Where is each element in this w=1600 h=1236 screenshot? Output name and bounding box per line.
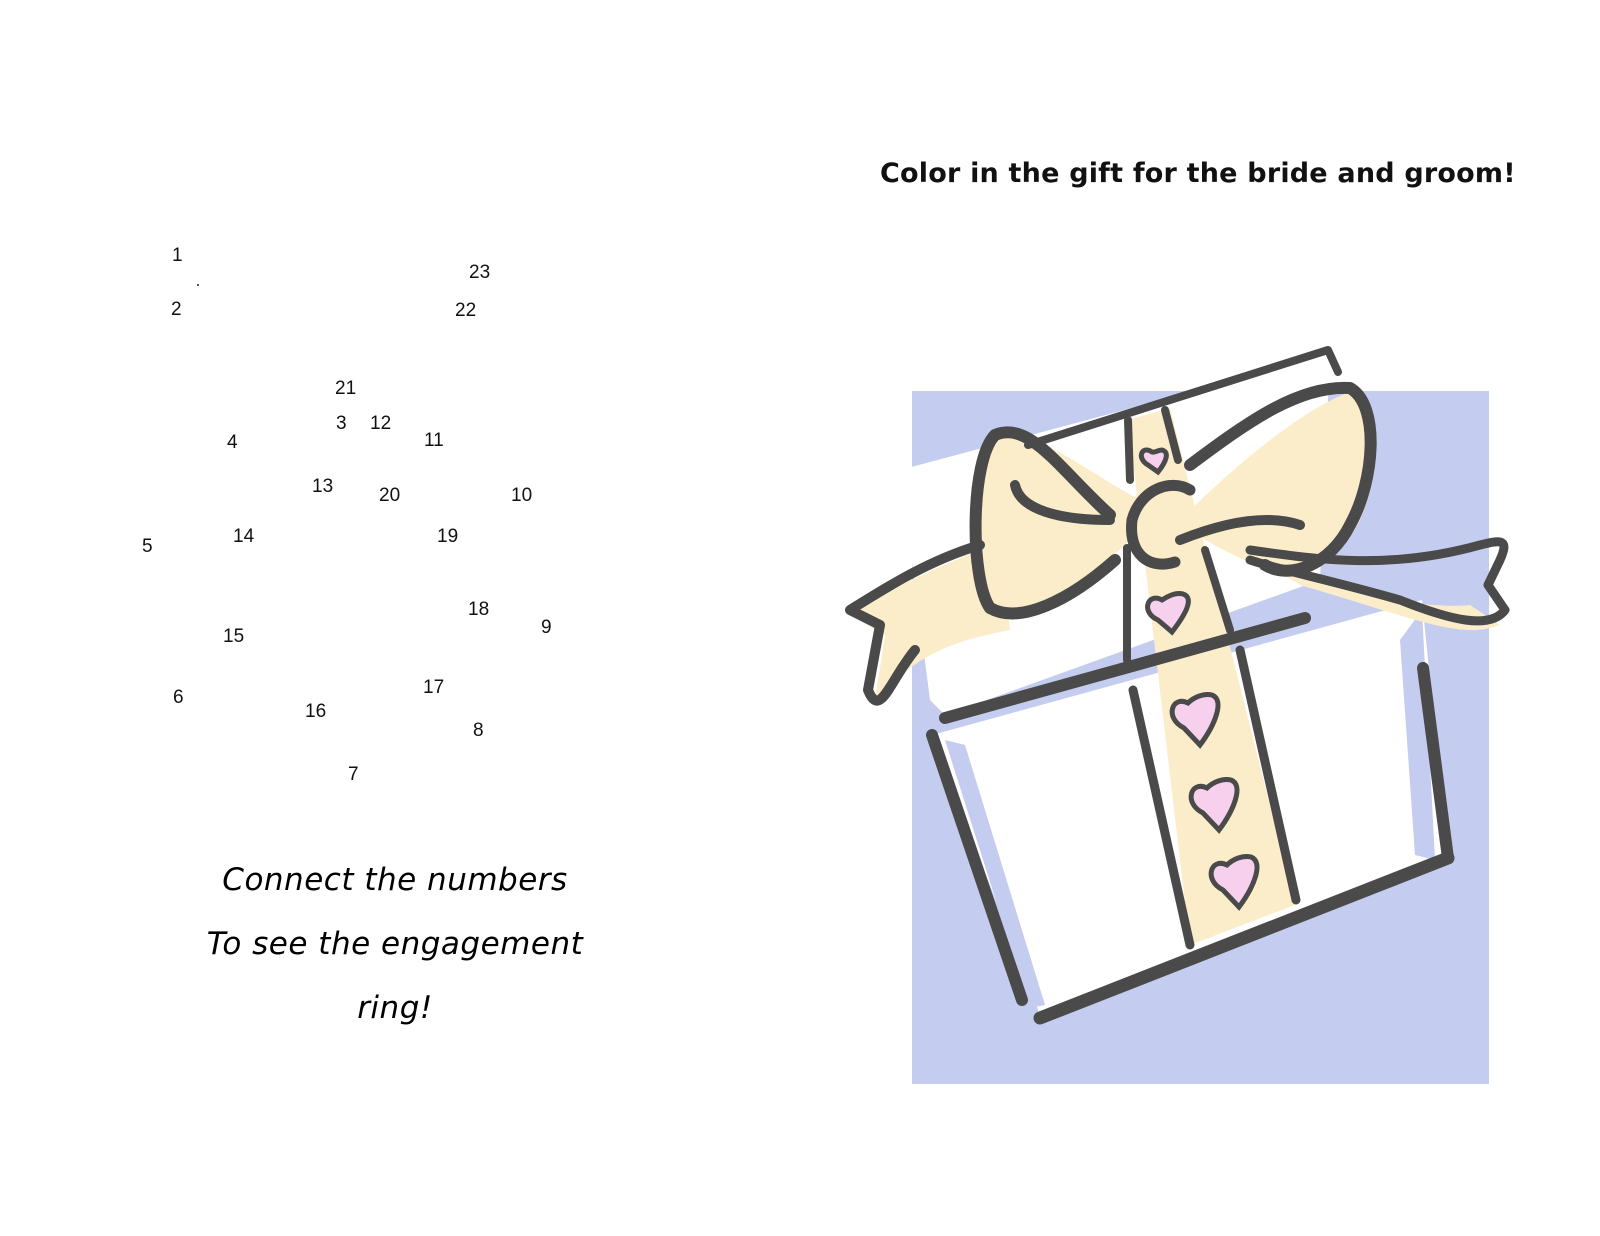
dot-number-3: 3 xyxy=(336,413,347,434)
dot-number-4: 4 xyxy=(227,432,238,453)
bow-left-loop xyxy=(973,435,1150,613)
dot-number-8: 8 xyxy=(473,720,484,741)
dot-number-1: 1 xyxy=(172,245,183,266)
heart-icon xyxy=(1208,854,1260,911)
dot-number-5: 5 xyxy=(142,536,153,557)
dot-number-13: 13 xyxy=(312,476,334,497)
dot-number-20: 20 xyxy=(379,485,401,506)
ribbon-hearts xyxy=(1138,447,1260,911)
dot-number-10: 10 xyxy=(511,485,533,506)
bow-left-tail xyxy=(850,540,1010,700)
dot-number-6: 6 xyxy=(173,687,184,708)
dot-number-22: 22 xyxy=(455,300,477,321)
dot-number-21: 21 xyxy=(335,378,357,399)
dot-to-dot-instructions: Connect the numbers To see the engagemen… xyxy=(180,848,610,1040)
heart-icon xyxy=(1188,777,1240,834)
dot-number-2: 2 xyxy=(171,299,182,320)
dot-number-23: 23 xyxy=(469,262,491,283)
dot-number-15: 15 xyxy=(223,626,245,647)
heart-icon xyxy=(1169,692,1221,749)
stray-dot xyxy=(197,284,199,286)
dot-number-9: 9 xyxy=(541,617,552,638)
instructions-line-1: Connect the numbers xyxy=(222,862,568,898)
heart-icon xyxy=(1138,447,1169,476)
dot-number-14: 14 xyxy=(233,526,255,547)
dot-number-18: 18 xyxy=(468,599,490,620)
coloring-title: Color in the gift for the bride and groo… xyxy=(880,158,1516,189)
dot-number-7: 7 xyxy=(348,764,359,785)
dot-number-19: 19 xyxy=(437,526,459,547)
instructions-line-3: ring! xyxy=(357,990,433,1026)
instructions-line-2: To see the engagement xyxy=(206,926,584,962)
dot-number-11: 11 xyxy=(424,430,444,451)
dot-number-12: 12 xyxy=(370,413,392,434)
dot-number-16: 16 xyxy=(305,701,327,722)
heart-icon xyxy=(1145,591,1191,636)
dot-number-17: 17 xyxy=(423,677,445,698)
